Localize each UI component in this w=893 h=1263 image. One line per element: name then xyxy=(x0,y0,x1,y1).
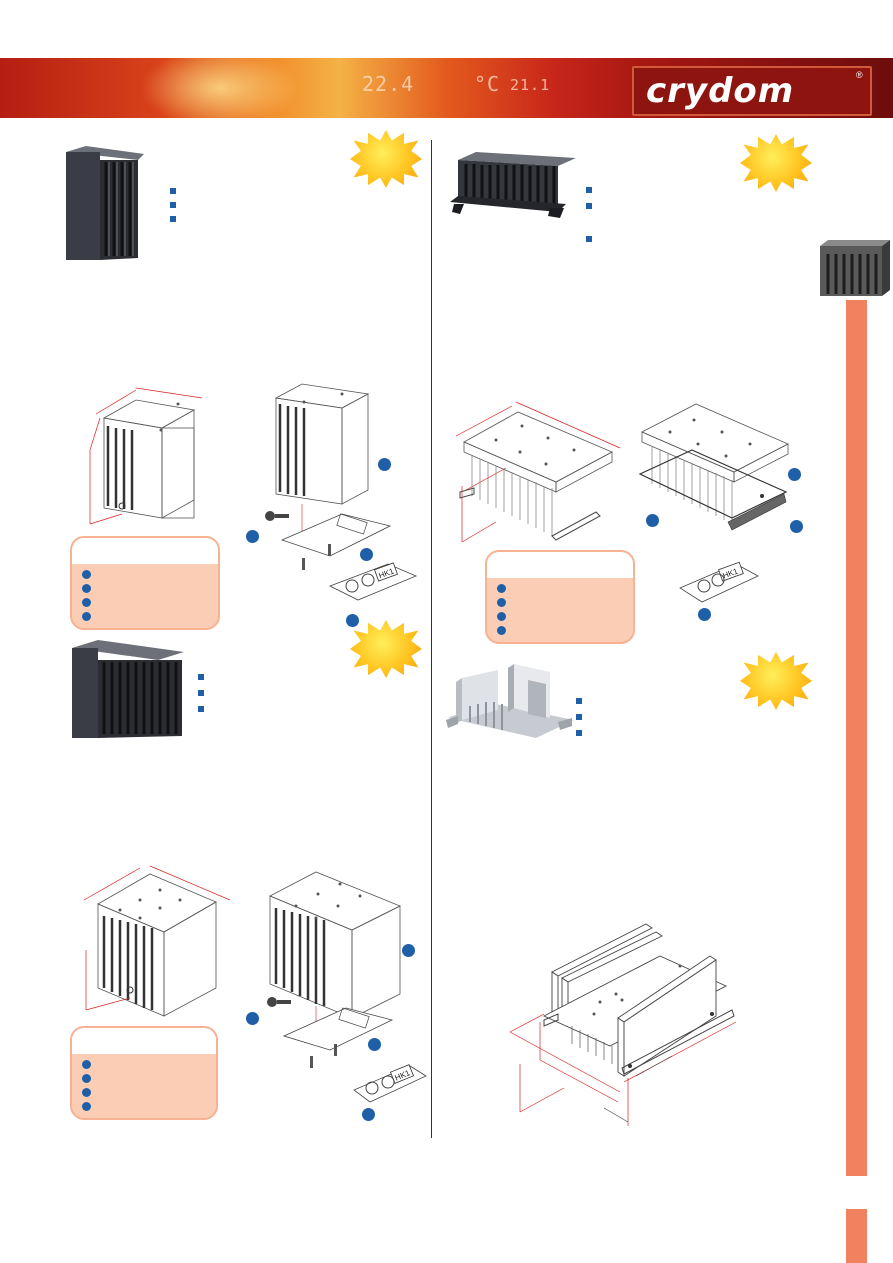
bullet-square xyxy=(586,187,592,193)
callout-dot xyxy=(698,608,711,621)
legend-dot xyxy=(82,598,91,607)
dimension-drawing-4 xyxy=(509,923,737,1126)
heatsink-photo-4 xyxy=(446,664,574,738)
display-value-2: 21.1 xyxy=(510,76,551,94)
legend-dot xyxy=(82,570,91,579)
registered-mark: ® xyxy=(856,70,863,80)
legend-dot xyxy=(82,1074,91,1083)
bullet-square xyxy=(198,706,204,712)
hk1-label-drawing-3: HK1 xyxy=(679,561,759,603)
bullet-square xyxy=(586,203,592,209)
banner-glow xyxy=(140,58,300,118)
legend-dot xyxy=(497,584,506,593)
bullet-square xyxy=(576,730,582,736)
mounting-drawing-3 xyxy=(638,403,789,531)
legend-header xyxy=(72,538,218,564)
legend-dot xyxy=(497,626,506,635)
legend-dot xyxy=(82,612,91,621)
legend-dot xyxy=(82,1088,91,1097)
heatsink-photo-1 xyxy=(66,146,144,260)
legend-box-2 xyxy=(70,1026,218,1120)
callout-dot xyxy=(360,548,373,561)
legend-dot xyxy=(82,1060,91,1069)
legend-dot xyxy=(497,612,506,621)
legend-box-3 xyxy=(485,550,635,644)
exploded-drawing-2: HK1 xyxy=(267,871,427,1103)
callout-dot xyxy=(368,1038,381,1051)
bullet-square xyxy=(170,216,176,222)
legend-dot xyxy=(497,598,506,607)
display-value-1: 22.4 xyxy=(362,72,415,96)
starburst-badge-4 xyxy=(740,652,812,710)
bullet-square xyxy=(198,674,204,680)
sidebar-accent-bar xyxy=(846,300,867,1176)
legend-header xyxy=(72,1028,216,1054)
callout-dot xyxy=(402,944,415,957)
legend-header xyxy=(487,552,633,578)
legend-box-1 xyxy=(70,536,220,630)
bullet-square xyxy=(170,188,176,194)
callout-dot xyxy=(378,458,391,471)
callout-dot xyxy=(246,1012,259,1025)
logo-text: crydom xyxy=(646,71,795,111)
bullet-square xyxy=(576,714,582,720)
callout-dot xyxy=(788,468,801,481)
heatsink-photo-3 xyxy=(450,152,576,218)
callout-dot xyxy=(790,520,803,533)
callout-dot xyxy=(646,514,659,527)
callout-dot xyxy=(362,1108,375,1121)
page-number-tab xyxy=(846,1209,867,1263)
exploded-drawing-1: HK1 xyxy=(265,383,418,601)
bullet-square xyxy=(170,202,176,208)
callout-dot xyxy=(346,614,359,627)
starburst-badge-1 xyxy=(350,130,422,188)
dimension-drawing-2 xyxy=(83,865,231,1017)
legend-dot xyxy=(82,584,91,593)
header-banner: 22.4 °C 21.1 crydom ® xyxy=(0,58,893,118)
bullet-square xyxy=(586,236,592,242)
dimension-drawing-1 xyxy=(89,387,203,525)
crydom-logo: crydom ® xyxy=(632,66,872,116)
dimension-drawing-3 xyxy=(455,401,621,543)
starburst-badge-3 xyxy=(740,134,812,192)
display-unit: °C xyxy=(474,72,501,96)
sidebar-heatsink-icon xyxy=(820,240,890,296)
legend-dot xyxy=(82,1102,91,1111)
heatsink-photo-2 xyxy=(72,640,184,738)
column-divider xyxy=(431,140,432,1138)
callout-dot xyxy=(246,530,259,543)
bullet-square xyxy=(198,690,204,696)
bullet-square xyxy=(576,698,582,704)
